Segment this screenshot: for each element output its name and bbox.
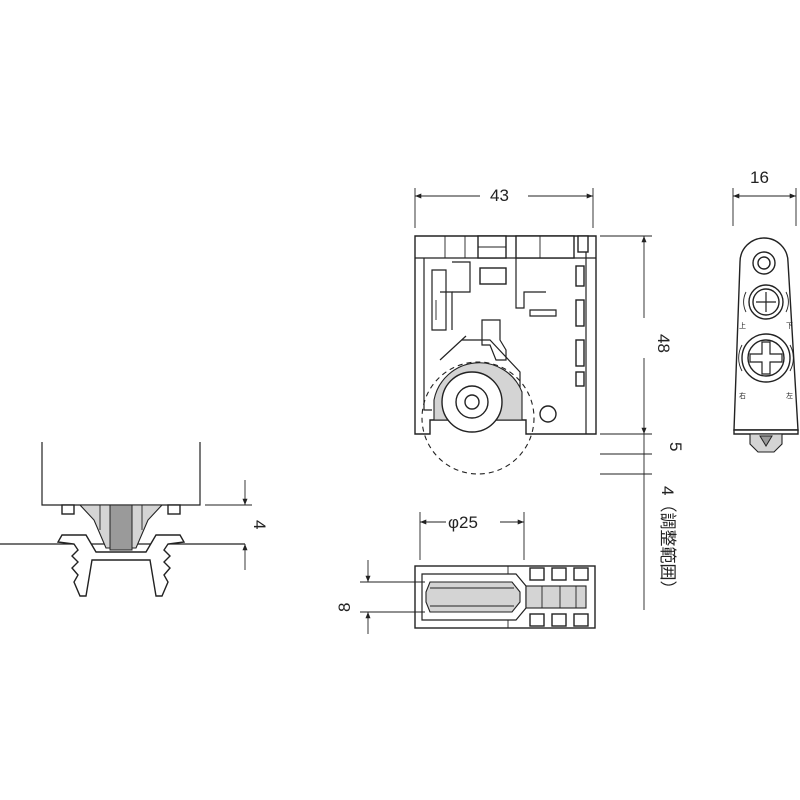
mark-left: 左: [786, 391, 793, 400]
mark-down: 下: [786, 322, 793, 330]
side-view: 16 上 下 右 左: [732, 168, 799, 453]
dim-wheel-phi25: φ25: [448, 513, 478, 532]
mark-right: 右: [739, 391, 746, 400]
top-view: φ25 8: [335, 512, 596, 634]
dim-thickness-8: 8: [335, 603, 354, 612]
dim-adjust-range: 4（調整範囲）: [658, 486, 677, 597]
mark-up: 上: [739, 321, 746, 330]
dim-width-43: 43: [490, 186, 509, 205]
dim-depth-16: 16: [750, 168, 769, 187]
front-view: 43: [414, 186, 685, 610]
dim-rail-4: 4: [250, 520, 269, 529]
dim-height-48: 48: [654, 334, 673, 353]
dim-gap-5: 5: [666, 442, 685, 451]
rail-section-view: 4: [0, 442, 269, 597]
